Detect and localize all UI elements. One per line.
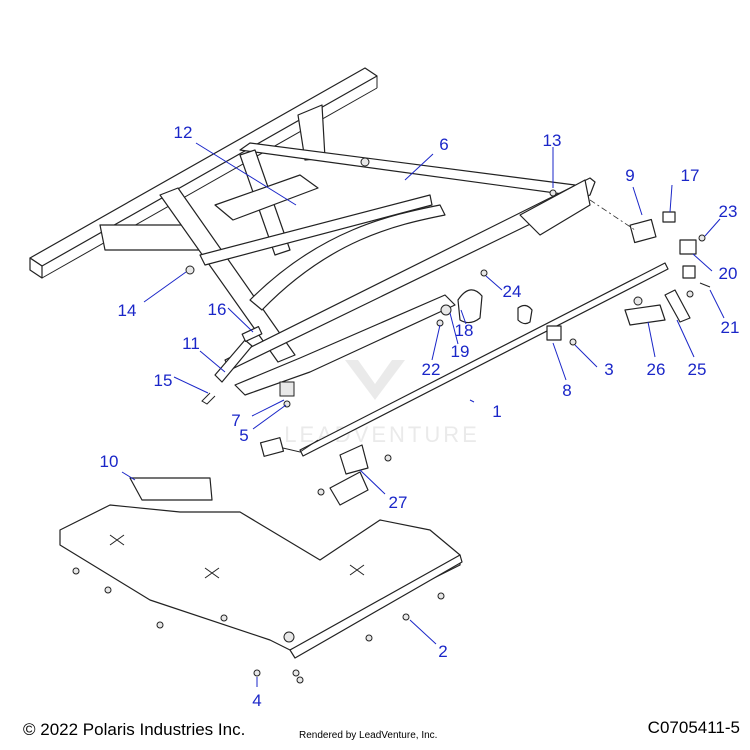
- bracket-assembly: [317, 444, 392, 506]
- linkage-rod: [259, 262, 669, 457]
- callout-8: 8: [562, 381, 571, 400]
- callout-3: 3: [604, 360, 613, 379]
- callout-17: 17: [681, 166, 700, 185]
- copyright-text: © 2022 Polaris Industries Inc.: [23, 720, 246, 739]
- callout-19: 19: [451, 342, 470, 361]
- callout-14: 14: [118, 301, 137, 320]
- callout-2: 2: [438, 642, 447, 661]
- callout-9: 9: [625, 166, 634, 185]
- callout-24: 24: [503, 282, 522, 301]
- leadventure-watermark: LEADVENTURE: [284, 360, 477, 447]
- callout-23: 23: [719, 202, 738, 221]
- callout-7: 7: [231, 411, 240, 430]
- callout-21: 21: [721, 318, 740, 337]
- callout-20: 20: [719, 264, 738, 283]
- callout-22: 22: [422, 360, 441, 379]
- rendered-by-text: Rendered by LeadVenture, Inc.: [299, 730, 438, 741]
- diagram-code: C0705411-5: [647, 718, 740, 737]
- leader-lines: [121, 142, 725, 687]
- callout-10: 10: [100, 452, 119, 471]
- callout-18: 18: [455, 321, 474, 340]
- frame-assembly: [29, 67, 596, 397]
- callout-16: 16: [208, 300, 227, 319]
- callout-15: 15: [154, 371, 173, 390]
- callout-25: 25: [688, 360, 707, 379]
- callout-5: 5: [239, 426, 248, 445]
- callout-26: 26: [647, 360, 666, 379]
- right-hardware: [589, 199, 711, 326]
- skid-plate: [59, 477, 463, 659]
- callout-27: 27: [389, 493, 408, 512]
- callout-4: 4: [252, 691, 261, 710]
- callout-13: 13: [543, 131, 562, 150]
- fasteners: [72, 567, 445, 684]
- center-hardware: [436, 269, 533, 327]
- callout-11: 11: [182, 334, 200, 353]
- callout-1: 1: [492, 402, 501, 421]
- callout-6: 6: [439, 135, 448, 154]
- callout-12: 12: [174, 123, 193, 142]
- callouts: 1 2 3 4 5 6 7 8 9 10 11 12 13 14 15 16 1…: [100, 123, 740, 710]
